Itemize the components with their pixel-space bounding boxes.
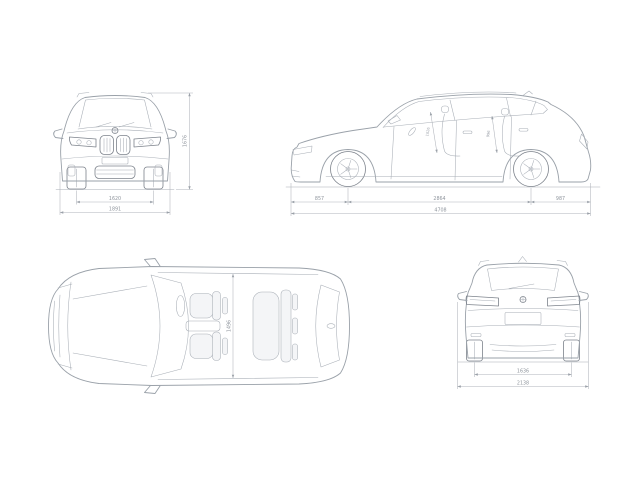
- steering-wheel-top: [176, 295, 185, 317]
- front-bumper-intakes: [61, 155, 169, 179]
- dim-label-front-overhang: 857: [315, 196, 324, 202]
- front-body-outline: [60, 95, 170, 182]
- top-side-glass-lines: [157, 272, 319, 380]
- front-plate-area: [101, 157, 129, 165]
- side-front-bumper-lines: [291, 169, 301, 178]
- top-body-outline: [48, 266, 350, 386]
- dim-label-wheelbase: 2864: [433, 196, 445, 202]
- bmw-roundel-rear: [519, 296, 527, 303]
- side-door-cuts: [390, 116, 512, 181]
- side-antenna-fin: [522, 90, 533, 96]
- rear-antenna-fin: [518, 256, 527, 263]
- dim-label-headroom-rear: 996: [486, 129, 491, 137]
- top-front-face-lines: [53, 294, 61, 358]
- side-rear-wheel: [513, 151, 549, 187]
- top-mirrors: [144, 258, 161, 394]
- top-antenna-fin: [326, 323, 336, 329]
- side-headroom-dimensions: 1026 996: [425, 111, 498, 154]
- rear-door-handle: [518, 128, 529, 132]
- dim-label-rear-overhang: 987: [556, 196, 565, 202]
- dim-label-front-width: 1891: [109, 207, 121, 213]
- side-pillars: [449, 97, 537, 121]
- top-view-drawing: 1496: [48, 258, 350, 394]
- front-roof-rails: [76, 92, 154, 98]
- top-rear-seat: [252, 289, 298, 363]
- rear-bumper-lines: [466, 324, 580, 352]
- side-body-outline: [290, 93, 592, 183]
- front-right-mirror: [166, 128, 177, 139]
- front-headlights: [69, 136, 161, 148]
- rear-width-mirrors-dimension: 2138: [457, 302, 589, 389]
- front-height-dimension: 1676: [148, 92, 193, 190]
- front-view-drawing: 1676 1620 1891: [53, 92, 193, 215]
- front-left-mirror: [53, 128, 64, 139]
- side-glasshouse: [382, 96, 548, 128]
- rear-right-reflector: [564, 333, 576, 337]
- center-console: [185, 320, 221, 332]
- rear-plate-area: [504, 312, 542, 325]
- side-headlight: [292, 145, 313, 156]
- dim-label-rear-width-mirrors: 2138: [517, 381, 529, 387]
- rear-track-dimension: 1636: [474, 362, 572, 377]
- front-windshield: [77, 97, 153, 130]
- dim-label-headroom-front: 1026: [425, 126, 430, 136]
- side-taillight: [579, 133, 589, 150]
- side-length-dimensions: 857 2864 987 4708: [290, 183, 591, 216]
- side-mirror: [387, 115, 401, 125]
- rear-view-drawing: 1636 2138: [457, 256, 589, 389]
- dim-label-overall-length: 4708: [434, 208, 446, 214]
- rear-window: [487, 266, 559, 291]
- side-view-drawing: 1026 996 857 2864 987 4708: [285, 90, 601, 216]
- front-track-dimension: 1620: [76, 190, 154, 205]
- side-front-wheel: [330, 151, 366, 187]
- kidney-grille: [99, 135, 131, 155]
- side-roof-rail: [419, 91, 517, 97]
- bmw-roundel-front: [111, 127, 119, 134]
- tailgate-crease: [467, 308, 579, 311]
- rear-wheels: [466, 339, 580, 362]
- dim-label-rear-track: 1636: [517, 369, 529, 375]
- top-interior-width-dimension: 1496: [227, 274, 235, 378]
- rear-roof-rails: [478, 260, 568, 266]
- front-door-handle: [462, 130, 473, 134]
- steering-wheel-side: [408, 127, 416, 136]
- dim-label-interior-width: 1496: [227, 320, 233, 332]
- top-rear-window: [315, 284, 340, 368]
- dim-label-front-track: 1620: [109, 196, 121, 202]
- front-wipers: [95, 122, 135, 128]
- front-wheels: [66, 166, 164, 190]
- top-windshield: [150, 274, 189, 378]
- front-width-dimension: 1891: [59, 172, 171, 215]
- rear-wiper: [508, 283, 535, 289]
- taillights: [465, 295, 581, 307]
- top-headlight-hints: [57, 283, 73, 369]
- rear-mirrors: [457, 291, 589, 301]
- dim-label-front-height: 1676: [183, 135, 189, 147]
- top-hood-lines: [67, 281, 148, 371]
- rear-left-reflector: [470, 333, 482, 337]
- side-seats: [408, 105, 520, 157]
- top-front-seats: [176, 291, 228, 361]
